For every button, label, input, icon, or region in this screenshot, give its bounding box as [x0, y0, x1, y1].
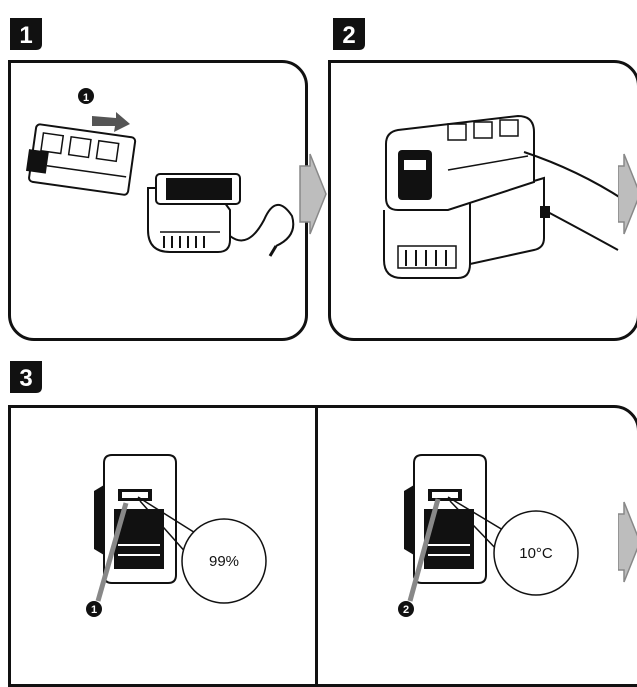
readout-text: 99%	[209, 553, 239, 570]
step-2-number: 2	[342, 22, 355, 49]
insert-arrow-icon	[92, 112, 130, 132]
battery-front-icon	[404, 455, 486, 583]
charger-icon	[148, 174, 293, 256]
step-1-illustration: 1	[8, 60, 308, 341]
step-2-badge: 2	[329, 14, 369, 54]
battery-icon	[25, 123, 136, 195]
step-1-badge: 1	[6, 14, 46, 54]
charger-with-battery-icon	[384, 116, 624, 278]
step-1-marker-text: 1	[83, 92, 89, 104]
readout-text: 10°C	[519, 545, 553, 562]
step-3-left-marker-text: 1	[91, 604, 97, 616]
next-step-arrow-icon	[296, 152, 330, 236]
step-3-left-illustration: 99% 1	[8, 405, 315, 682]
step-3-number: 3	[19, 365, 32, 392]
step-3-badge: 3	[6, 357, 46, 397]
next-step-arrow-icon	[618, 500, 637, 584]
step-1-number: 1	[19, 22, 32, 49]
step-3-right-marker-text: 2	[403, 604, 409, 616]
step-2-illustration	[328, 60, 628, 341]
next-step-arrow-icon	[618, 152, 637, 236]
step-3-right-illustration: 10°C 2	[318, 405, 618, 682]
